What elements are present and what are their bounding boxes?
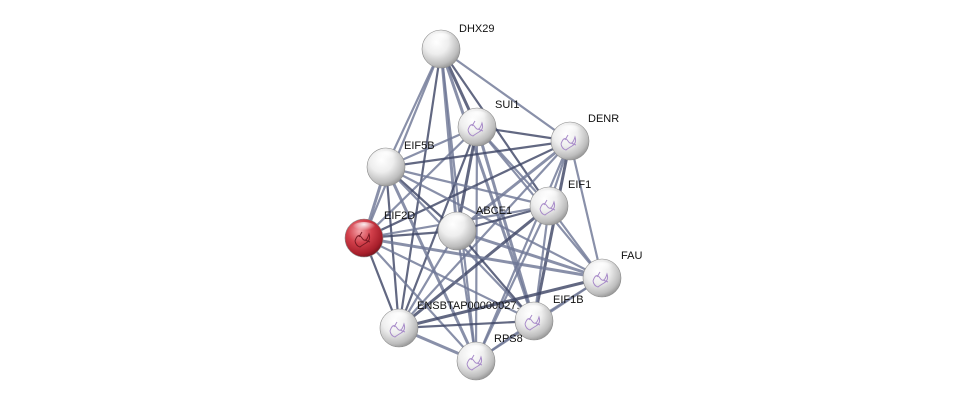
edge-sui1-eif2d <box>362 125 479 240</box>
node-label: EIF1 <box>568 179 591 191</box>
edge-eif2d-eif1b <box>362 236 536 323</box>
edge-fau-ensbtap <box>397 276 604 330</box>
node-label: RPS8 <box>494 333 523 345</box>
edge-abce1-eif1b <box>455 229 536 323</box>
node-label: EIF2D <box>384 210 415 222</box>
node-sui1[interactable]: SUI1 <box>457 99 519 147</box>
node-label: ENSBTAP00000027... <box>417 300 526 312</box>
edge-denr-eif2d <box>362 139 572 240</box>
node-label: SUI1 <box>495 99 519 111</box>
node-denr[interactable]: DENR <box>550 113 619 161</box>
edge-eif2d-rps8 <box>362 236 478 363</box>
node-highlight <box>465 111 489 123</box>
node-highlight <box>590 262 614 274</box>
edge-eif5b-rps8 <box>384 165 478 363</box>
edge-eif5b-fau <box>384 165 604 280</box>
edge-dhx29-eif1b <box>439 47 536 323</box>
edge-denr-eif1b <box>532 139 572 323</box>
edge-eif5b-ensbtap <box>384 165 401 330</box>
node-abce1[interactable]: ABCE1 <box>437 205 512 251</box>
edge-sui1-ensbtap <box>397 125 479 330</box>
node-eif5b[interactable]: EIF5B <box>366 140 435 187</box>
node-highlight <box>352 222 376 234</box>
node-highlight <box>387 312 411 324</box>
edge-denr-fau <box>568 139 604 280</box>
edge-ensbtap-eif1b <box>397 319 536 330</box>
edge-denr-ensbtap <box>397 139 572 330</box>
node-label: ABCE1 <box>476 205 512 217</box>
node-label: EIF1B <box>553 294 584 306</box>
edge-eif5b-eif1 <box>384 165 551 208</box>
node-highlight <box>374 151 398 163</box>
edge-eif2d-fau <box>362 236 604 280</box>
edge-dhx29-eif2d <box>362 47 443 240</box>
edge-eif1-ensbtap <box>397 204 551 330</box>
node-highlight <box>537 190 561 202</box>
edge-dhx29-denr <box>439 47 572 143</box>
edge-sui1-eif1b <box>475 125 536 323</box>
node-rps8[interactable]: RPS8 <box>456 333 523 381</box>
node-highlight <box>558 125 582 137</box>
edge-dhx29-ensbtap <box>397 47 443 330</box>
node-highlight <box>429 33 453 45</box>
node-dhx29[interactable]: DHX29 <box>421 23 494 69</box>
node-eif2d[interactable]: EIF2D <box>344 210 415 258</box>
node-label: DENR <box>588 113 619 125</box>
node-eif1b[interactable]: EIF1B <box>514 294 584 341</box>
node-highlight <box>522 305 546 317</box>
node-fau[interactable]: FAU <box>582 250 642 298</box>
edge-eif1-eif1b <box>532 204 551 323</box>
node-highlight <box>445 215 469 227</box>
edge-denr-eif5b <box>384 139 572 169</box>
node-label: DHX29 <box>459 23 494 35</box>
node-highlight <box>464 345 488 357</box>
edge-denr-abce1 <box>455 139 572 233</box>
node-label: EIF5B <box>404 140 435 152</box>
node-eif1[interactable]: EIF1 <box>529 179 591 226</box>
edge-abce1-fau <box>455 229 604 280</box>
node-label: FAU <box>621 250 642 262</box>
edge-eif1-rps8 <box>474 204 551 363</box>
node-ensbtap[interactable]: ENSBTAP00000027... <box>379 300 526 348</box>
